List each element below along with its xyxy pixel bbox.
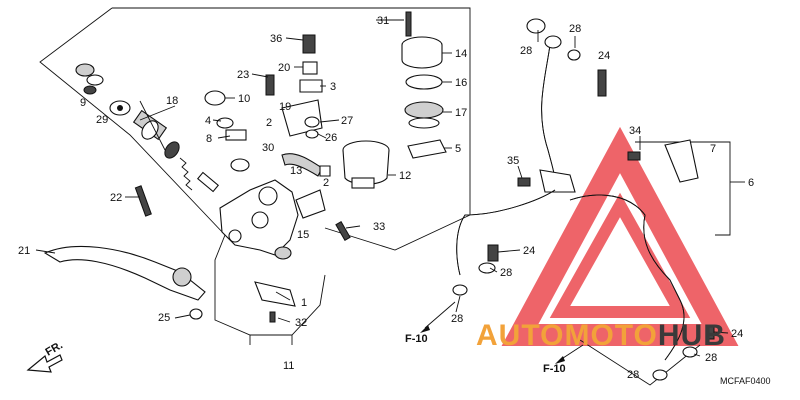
master-cylinder-piston-set [75,63,220,217]
label-21: 21 [18,245,30,257]
label-22: 22 [110,192,122,204]
label-11: 11 [283,360,294,372]
label-35: 35 [507,155,519,167]
label-33: 33 [373,221,385,233]
label-14: 14 [455,48,467,60]
label-28d: 28 [451,313,463,325]
fr-label: FR. [44,339,65,358]
label-13: 13 [290,165,302,177]
watermark-logo-icon [501,126,739,346]
f10-right-arrow-icon [555,344,584,364]
label-4: 4 [205,115,211,127]
label-15: 15 [297,229,309,241]
label-24b: 24 [523,245,535,257]
label-10: 10 [238,93,250,105]
label-8: 8 [206,133,212,145]
label-23: 23 [237,69,249,81]
label-28e: 28 [705,352,717,364]
f10-left-arrow-icon [420,301,456,333]
label-24a: 24 [598,50,610,62]
watermark-part2: MOTO [564,319,657,352]
fittings-set [204,34,351,241]
label-1: 1 [301,297,307,309]
label-16: 16 [455,77,467,89]
brake-hose-assembly [452,18,715,381]
watermark-text: AUTOMOTOHUB [476,319,726,352]
label-24c: 24 [731,328,743,340]
label-19: 19 [279,101,291,113]
label-30: 30 [262,142,274,154]
diagram-code: MCFAF0400 [720,376,771,386]
label-7: 7 [710,143,716,155]
label-36: 36 [270,33,282,45]
label-6: 6 [748,177,754,189]
label-25: 25 [158,312,170,324]
brake-lever-icon [43,245,206,320]
leader-lines [35,19,729,357]
assembly-boundary [39,7,745,386]
label-26: 26 [325,132,337,144]
label-9: 9 [80,97,86,109]
label-20: 20 [278,62,290,74]
label-34: 34 [629,125,641,137]
f10-label-right: F-10 [543,363,566,375]
label-28f: 28 [627,369,639,381]
f10-label-left: F-10 [405,333,428,345]
fr-arrow-icon [26,354,63,373]
watermark-part1: AUTO [476,319,564,352]
label-28c: 28 [500,267,512,279]
reservoir-icon [342,11,447,189]
part-labels: 1 2 2 3 4 5 6 7 8 9 10 11 12 13 14 15 16… [18,15,754,381]
label-18: 18 [166,95,178,107]
label-31: 31 [377,15,389,27]
label-12: 12 [399,170,411,182]
label-29: 29 [96,114,108,126]
label-2b: 2 [323,177,329,189]
label-3: 3 [330,81,336,93]
watermark-part3: HUB [658,319,726,352]
label-17: 17 [455,107,467,119]
label-2a: 2 [266,117,272,129]
label-5: 5 [455,143,461,155]
label-28a: 28 [569,23,581,35]
label-28b: 28 [520,45,532,57]
master-cylinder-body-icon [219,179,326,323]
label-32: 32 [295,317,307,329]
label-27: 27 [341,115,353,127]
